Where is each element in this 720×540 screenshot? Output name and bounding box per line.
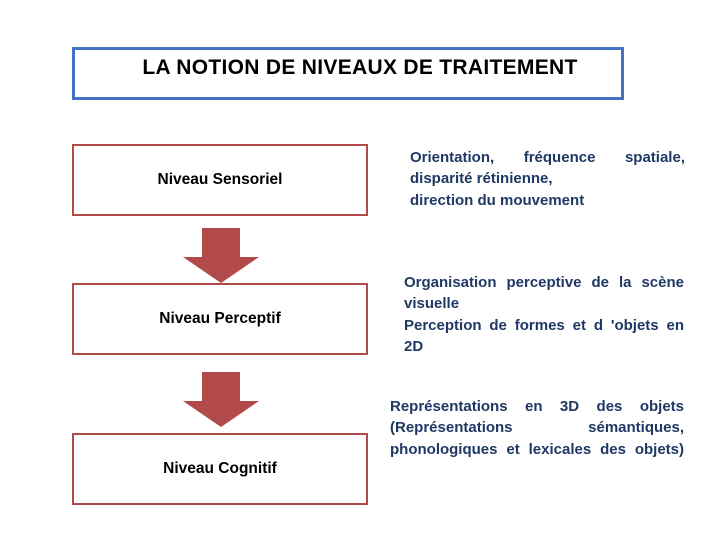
level-box-cognitif[interactable]: Niveau Cognitif (72, 433, 368, 505)
level-description-sensoriel-line-1: Orientation, fréquence spatiale, (410, 149, 685, 166)
level-description-sensoriel-line-3: direction du mouvement (410, 191, 585, 209)
level-description-perceptif-line-1: Organisation perceptive de la scène visu… (404, 274, 684, 313)
level-description-cognitif-line-2: (Représentations sémantiques, (390, 419, 684, 437)
page-title: LA NOTION DE NIVEAUX DE TRAITEMENT (142, 56, 578, 79)
down-arrow-icon (183, 228, 259, 284)
level-box-cognitif-label: Niveau Cognitif (163, 460, 277, 477)
level-box-sensoriel-label: Niveau Sensoriel (157, 171, 283, 188)
down-arrow-shaft (202, 372, 240, 402)
level-description-cognitif-line-1: Représentations en 3D des objets (390, 398, 684, 415)
level-box-perceptif-label: Niveau Perceptif (159, 310, 281, 327)
down-arrow-icon (183, 372, 259, 428)
level-description-perceptif-line-2: Perception de formes et d 'objets en 2D (404, 316, 684, 355)
down-arrow-head (183, 257, 259, 283)
level-description-perceptif: Organisation perceptive de la scène visu… (404, 272, 684, 357)
level-description-cognitif-line-3: phonologiques et lexicales des objets) (390, 440, 684, 458)
level-description-sensoriel-line-2: disparité rétinienne, (410, 170, 553, 188)
level-box-perceptif[interactable]: Niveau Perceptif (72, 283, 368, 355)
down-arrow-head (183, 401, 259, 427)
level-description-cognitif: Représentations en 3D des objets (Représ… (390, 396, 684, 460)
level-description-sensoriel: Orientation, fréquence spatiale, dispari… (410, 147, 685, 211)
down-arrow-shaft (202, 228, 240, 258)
title-frame (72, 47, 624, 100)
level-box-sensoriel[interactable]: Niveau Sensoriel (72, 144, 368, 216)
